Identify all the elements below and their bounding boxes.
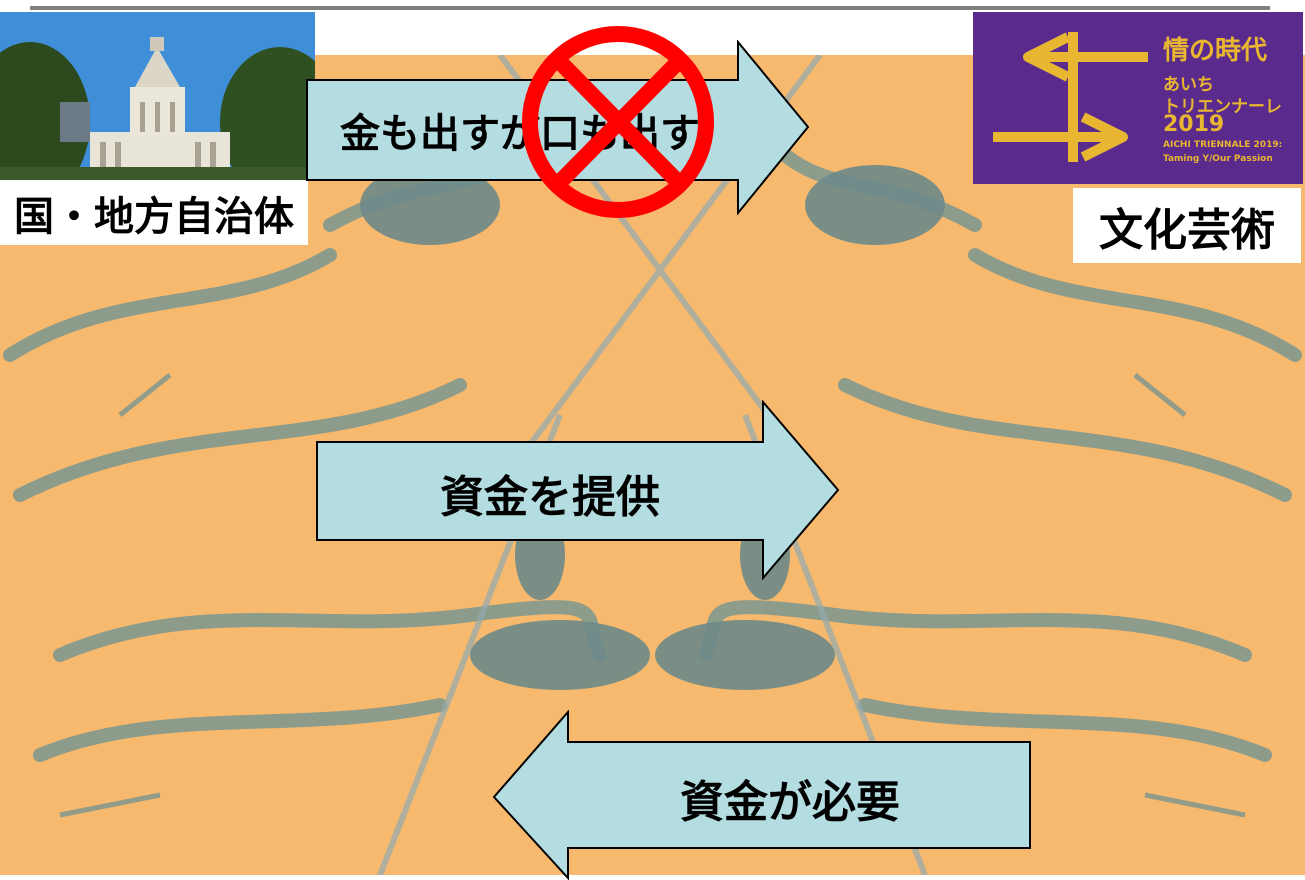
prohibited-icon — [522, 26, 714, 218]
left-entity-label: 国・地方自治体 — [0, 180, 308, 245]
logo-sub2: Taming Y/Our Passion — [1163, 154, 1273, 164]
bottom-arrow-label: 資金が必要 — [680, 776, 900, 828]
right-entity-label: 文化芸術 — [1073, 188, 1301, 263]
aichi-triennale-logo: 情の時代 あいち トリエンナーレ 2019 AICHI TRIENNALE 20… — [973, 12, 1303, 184]
middle-arrow-label: 資金を提供 — [440, 471, 660, 523]
top-rule — [30, 6, 1270, 10]
logo-line1: あいち — [1163, 75, 1214, 95]
logo-line2: トリエンナーレ — [1163, 97, 1282, 117]
logo-sub1: AICHI TRIENNALE 2019: — [1163, 140, 1283, 150]
logo-title: 情の時代 — [1163, 36, 1268, 66]
diet-building-photo — [0, 12, 315, 180]
middle-arrow-shape — [316, 400, 840, 580]
logo-year: 2019 — [1163, 112, 1225, 137]
bottom-arrow-shape — [492, 710, 1031, 880]
aa-logo-mark-icon — [993, 32, 1148, 162]
